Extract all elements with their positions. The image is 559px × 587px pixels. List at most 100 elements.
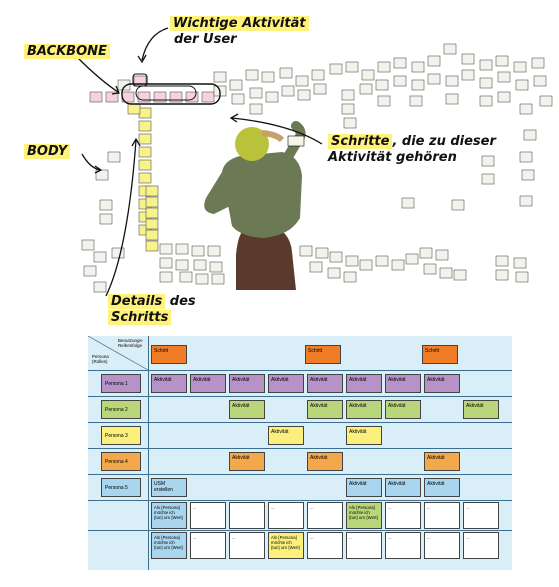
grey-note [99,199,113,211]
step-note [138,133,152,145]
activity-card: USM erstellen [151,478,187,497]
grey-note [515,79,529,91]
backbone-note [137,91,151,103]
activity-card: Aktivität [229,400,265,419]
step-note [145,196,159,208]
user-story-card: ... [463,502,499,529]
grey-note [427,73,441,85]
grey-note [213,71,227,83]
step-note [145,229,159,241]
grey-note [245,69,259,81]
step-note [138,159,152,171]
grey-note [419,247,433,259]
grey-note [343,117,357,129]
grey-note [231,93,245,105]
step-note [138,120,152,132]
grey-note [401,197,415,209]
grey-note [83,265,97,277]
step-note [145,240,159,252]
grey-note [249,87,263,99]
user-story-card: ... [463,532,499,559]
grey-note [107,151,121,163]
grey-note [309,261,323,273]
activity-card: Aktivität [190,374,226,393]
grey-note [521,169,535,181]
user-story-card: ... [424,502,460,529]
annotation-arrows [77,27,323,297]
grey-note [329,251,343,263]
user-story-card: ... [268,502,304,529]
grey-note [207,245,221,257]
grey-note [495,255,509,267]
grey-note [279,67,293,79]
grey-note [341,89,355,101]
grey-note [515,271,529,283]
grey-note [539,95,553,107]
user-story-card: Als {Persona} möchte ich {tun} um {Wert} [151,502,187,529]
grey-note [329,63,343,75]
grey-note [513,61,527,73]
backbone-note [201,91,215,103]
activity-outline [121,83,221,105]
grey-note [229,79,243,91]
grey-note [519,103,533,115]
grey-note [393,75,407,87]
column-divider [148,336,149,570]
grey-note [445,75,459,87]
grey-note [359,83,373,95]
user-story-card [229,502,265,529]
grey-note [359,259,373,271]
grey-note [249,103,263,115]
step-note [138,172,152,184]
activity-card: Aktivität [385,400,421,419]
grey-note [377,95,391,107]
activity-card: Aktivität [307,452,343,471]
grey-note [159,271,173,283]
grey-note [453,269,467,281]
story-map-illustration: BACKBONE BODY Wichtige Aktivität der Use… [24,16,553,326]
grey-note [343,271,357,283]
body-label: BODY [24,144,71,160]
grey-note [361,69,375,81]
grey-note [195,273,209,285]
backbone-note [185,91,199,103]
order-label: Benutzungs-Reihenfolge [118,338,144,348]
grey-note [179,271,193,283]
grey-note [375,255,389,267]
grey-note [265,91,279,103]
user-story-card: Als {Persona} möchte ich {tun} um {Wert} [268,532,304,559]
grey-note [479,95,493,107]
grey-note [409,95,423,107]
backbone-note [169,91,183,103]
grey-note [411,61,425,73]
persona-label: Persona 5 [101,478,141,497]
grey-note [519,195,533,207]
row-divider [88,370,512,371]
grey-note [311,69,325,81]
details-label: Details des Schritts [108,294,196,326]
persona-label: Persona 4 [101,452,141,471]
grey-note [281,85,295,97]
user-story-card: ... [385,502,421,529]
activity-card: Aktivität [346,426,382,445]
activity-card: Aktivität [307,374,343,393]
backbone-note [153,91,167,103]
grey-note [297,89,311,101]
grey-note [175,259,189,271]
activity-card: Aktivität [463,400,499,419]
activity-card: Aktivität [385,374,421,393]
user-story-card: ... [307,502,343,529]
persona-label: Persona 1 [101,374,141,393]
grey-note [479,59,493,71]
activity-card: Aktivität [346,400,382,419]
grey-note [435,249,449,261]
step-card: Schritt [151,345,187,364]
step-card: Schritt [422,345,458,364]
grey-note [193,259,207,271]
user-story-card: ... [346,532,382,559]
grey-note [451,199,465,211]
grey-note [531,57,545,69]
backbone-note [105,91,119,103]
grey-note [93,281,107,293]
persona-label: Persona 2 [101,400,141,419]
